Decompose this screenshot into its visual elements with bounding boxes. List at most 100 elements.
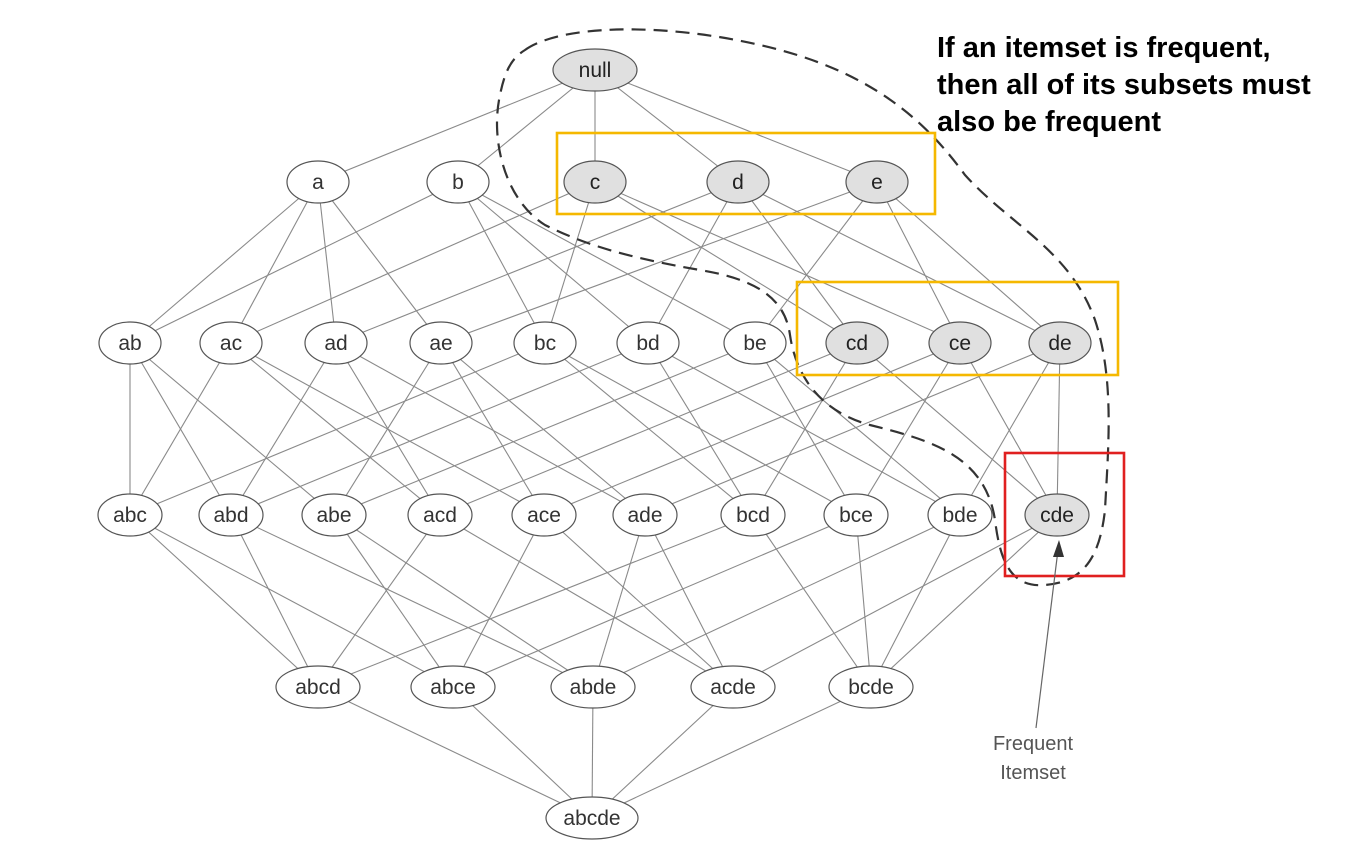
frequent-subsets-boundary <box>495 28 1110 587</box>
node-label-abd: abd <box>213 504 248 527</box>
node-label-ade: ade <box>627 504 662 527</box>
node-label-abce: abce <box>430 676 476 699</box>
node-ellipse-ac <box>199 321 263 365</box>
edge-acd-acde <box>439 514 734 688</box>
edge-b-bc <box>457 181 546 344</box>
node-label-abe: abe <box>316 504 351 527</box>
edge-d-ad <box>335 181 739 344</box>
node-de: de <box>1028 321 1092 365</box>
node-label-bde: bde <box>942 504 977 527</box>
node-ellipse-d <box>706 160 770 204</box>
edge-bd-bde <box>647 342 961 516</box>
edge-bcd-abcd <box>317 514 754 688</box>
node-bde: bde <box>927 493 993 537</box>
edge-abd-abcd <box>230 514 319 688</box>
node-ellipse-a <box>286 160 350 204</box>
edge-bd-bcd <box>647 342 754 516</box>
edge-cde-acde <box>732 514 1058 688</box>
edge-ac-abc <box>129 342 232 516</box>
annotation-line-3: also be frequent <box>937 106 1161 138</box>
edge-ace-abce <box>452 514 545 688</box>
annotation-line-1: If an itemset is frequent, <box>937 32 1271 64</box>
node-ellipse-ade <box>612 493 678 537</box>
edge-d-de <box>737 181 1061 344</box>
node-ellipse-abc <box>97 493 163 537</box>
node-a: a <box>286 160 350 204</box>
edge-ce-ace <box>543 342 961 516</box>
node-be: be <box>723 321 787 365</box>
edge-null-e <box>594 69 878 183</box>
node-label-bc: bc <box>534 332 556 355</box>
edge-be-bde <box>754 342 961 516</box>
node-cd: cd <box>825 321 889 365</box>
node-label-bce: bce <box>839 504 873 527</box>
edge-a-ac <box>230 181 319 344</box>
edge-ac-acd <box>230 342 441 516</box>
node-e: e <box>845 160 909 204</box>
edge-bcde-abcde <box>591 686 872 819</box>
node-null: null <box>552 48 638 92</box>
node-ellipse-abe <box>301 493 367 537</box>
node-abcde: abcde <box>545 796 639 840</box>
edge-de-cde <box>1056 342 1061 516</box>
node-ellipse-ad <box>304 321 368 365</box>
edge-ace-acde <box>543 514 734 688</box>
node-ellipse-bc <box>513 321 577 365</box>
node-label-acde: acde <box>710 676 756 699</box>
caption-arrow-line <box>1035 549 1059 729</box>
node-ac: ac <box>199 321 263 365</box>
edge-cd-bcd <box>752 342 858 516</box>
node-c: c <box>563 160 627 204</box>
annotation-line-2: then all of its subsets must <box>937 69 1311 101</box>
node-ellipse-c <box>563 160 627 204</box>
node-label-cde: cde <box>1040 504 1074 527</box>
node-ace: ace <box>511 493 577 537</box>
highlight-boxes <box>555 131 1126 578</box>
node-ellipse-abce <box>410 665 496 709</box>
node-label-bcde: bcde <box>848 676 894 699</box>
node-acde: acde <box>690 665 776 709</box>
node-label-abcde: abcde <box>563 807 620 830</box>
node-ellipse-abcde <box>545 796 639 840</box>
node-label-null: null <box>579 59 612 82</box>
node-ad: ad <box>304 321 368 365</box>
edge-de-ade <box>644 342 1061 516</box>
edge-bce-bcde <box>855 514 872 688</box>
edge-e-ae <box>440 181 878 344</box>
node-ellipse-bd <box>616 321 680 365</box>
node-ellipse-b <box>426 160 490 204</box>
node-ellipse-abcd <box>275 665 361 709</box>
edge-bd-abd <box>230 342 649 516</box>
lattice-edges <box>129 69 1061 819</box>
caption-line-2: Itemset <box>1000 762 1066 784</box>
node-ce: ce <box>928 321 992 365</box>
node-bd: bd <box>616 321 680 365</box>
level2-frequent-box <box>795 280 1120 377</box>
node-label-ce: ce <box>949 332 971 355</box>
edge-c-ac <box>230 181 596 344</box>
edge-ad-abd <box>230 342 337 516</box>
node-ab: ab <box>98 321 162 365</box>
edge-cd-acd <box>439 342 858 516</box>
level1-frequent-box <box>555 131 937 216</box>
node-label-cd: cd <box>846 332 868 355</box>
node-ellipse-ae <box>409 321 473 365</box>
node-label-a: a <box>312 171 324 194</box>
edge-c-ce <box>594 181 961 344</box>
node-ellipse-bcd <box>720 493 786 537</box>
edge-abcd-abcde <box>317 686 593 819</box>
edge-ae-abe <box>333 342 442 516</box>
node-label-ad: ad <box>324 332 347 355</box>
edge-ae-ade <box>440 342 646 516</box>
node-label-e: e <box>871 171 883 194</box>
node-label-acd: acd <box>423 504 457 527</box>
edge-abde-abcde <box>591 686 594 819</box>
node-ellipse-abde <box>550 665 636 709</box>
edge-acde-abcde <box>591 686 734 819</box>
edge-c-cd <box>594 181 858 344</box>
node-ellipse-bde <box>927 493 993 537</box>
node-label-de: de <box>1048 332 1071 355</box>
edge-d-cd <box>737 181 858 344</box>
